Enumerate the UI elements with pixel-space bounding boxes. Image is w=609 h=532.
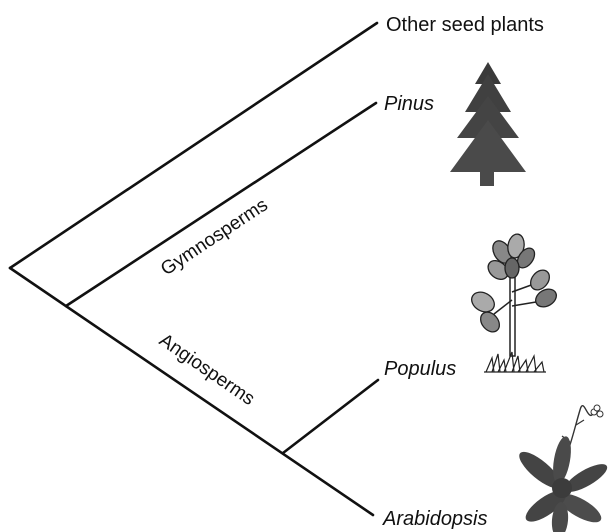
poplar-tree-icon bbox=[468, 233, 559, 372]
branch-root-to-other-seed-plants bbox=[10, 23, 377, 268]
branch-gymnosperms-to-pinus bbox=[66, 103, 376, 306]
taxon-label-populus: Populus bbox=[384, 358, 456, 380]
taxon-label-other-seed-plants: Other seed plants bbox=[386, 14, 544, 36]
taxon-label-arabidopsis: Arabidopsis bbox=[382, 508, 488, 530]
arabidopsis-plant-icon bbox=[514, 405, 609, 532]
pine-tree-icon bbox=[450, 62, 526, 186]
tree-branches bbox=[10, 23, 378, 515]
taxon-label-pinus: Pinus bbox=[384, 93, 434, 115]
branch-root-to-arabidopsis bbox=[10, 268, 373, 515]
branch-angiosperms-to-populus bbox=[283, 380, 378, 453]
clade-label-angiosperms: Angiosperms bbox=[155, 330, 258, 410]
